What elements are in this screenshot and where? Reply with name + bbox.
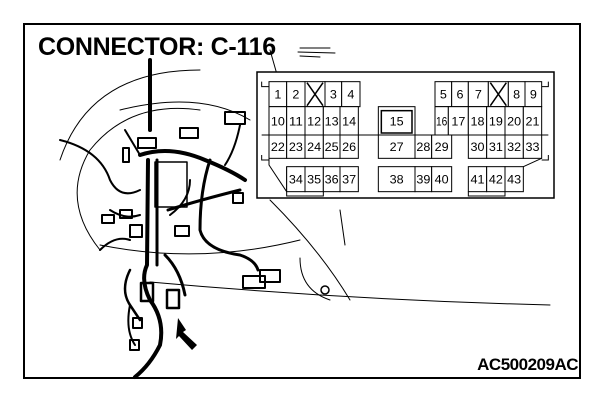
pin-number: 26 xyxy=(342,140,356,154)
pin-number: 8 xyxy=(513,88,520,102)
pin-number: 21 xyxy=(526,114,540,128)
pin-cell xyxy=(339,134,359,159)
diagram-frame xyxy=(23,23,581,379)
pin-15-frame xyxy=(380,109,413,134)
pin-number: 10 xyxy=(271,114,285,128)
pin-number: 3 xyxy=(330,88,337,102)
pin-cell xyxy=(431,134,453,159)
connector-guides xyxy=(261,81,549,161)
pin-number: 9 xyxy=(530,88,537,102)
pin-number: 1 xyxy=(274,88,281,102)
blank-cavity-x-icon xyxy=(306,82,324,107)
blank-cavity-x-icon xyxy=(489,82,507,107)
pin-number: 27 xyxy=(390,140,404,154)
pin-number: 43 xyxy=(507,173,521,187)
pin-number: 14 xyxy=(342,114,356,128)
pin-number: 17 xyxy=(451,114,465,128)
pin-cell xyxy=(339,166,359,193)
pin-number: 6 xyxy=(457,88,464,102)
connector-latch-right xyxy=(467,157,542,197)
pin-number: 28 xyxy=(416,140,430,154)
pin-number: 30 xyxy=(471,140,485,154)
pin-cell xyxy=(431,166,453,193)
figure-code: AC500209AC xyxy=(477,355,578,374)
pin-number: 4 xyxy=(347,88,354,102)
pin-number: 2 xyxy=(292,88,299,102)
pin-number: 34 xyxy=(289,173,303,187)
pin-number: 31 xyxy=(489,140,503,154)
pin-number: 13 xyxy=(325,114,339,128)
pin-number: 5 xyxy=(440,88,447,102)
pin-number: 39 xyxy=(416,173,430,187)
pin-number: 7 xyxy=(475,88,482,102)
pin-number: 37 xyxy=(342,173,356,187)
pin-number: 42 xyxy=(489,173,503,187)
pin-number: 33 xyxy=(526,140,540,154)
pin-number: 23 xyxy=(289,140,303,154)
location-arrow-icon xyxy=(176,318,197,350)
pin-number: 20 xyxy=(507,114,521,128)
pin-number: 41 xyxy=(471,173,485,187)
connector-title: CONNECTOR: C-116 xyxy=(38,33,276,61)
pin-number: 36 xyxy=(325,173,339,187)
pin-number: 15 xyxy=(390,114,404,128)
pin-number: 38 xyxy=(390,173,404,187)
pin-number: 11 xyxy=(289,114,303,128)
pin-cell xyxy=(377,166,416,193)
pin-number: 25 xyxy=(325,140,339,154)
pin-number: 12 xyxy=(307,114,321,128)
pin-number: 19 xyxy=(489,114,503,128)
pin-cell xyxy=(504,166,524,193)
pin-number: 16 xyxy=(436,114,448,128)
pin-number: 29 xyxy=(435,140,449,154)
pin-cell xyxy=(522,134,543,159)
pin-number: 40 xyxy=(435,173,449,187)
pin-number: 35 xyxy=(307,173,321,187)
pin-number: 24 xyxy=(307,140,321,154)
pin-number: 32 xyxy=(507,140,521,154)
pin-number: 22 xyxy=(271,140,285,154)
pin-number: 18 xyxy=(471,114,485,128)
